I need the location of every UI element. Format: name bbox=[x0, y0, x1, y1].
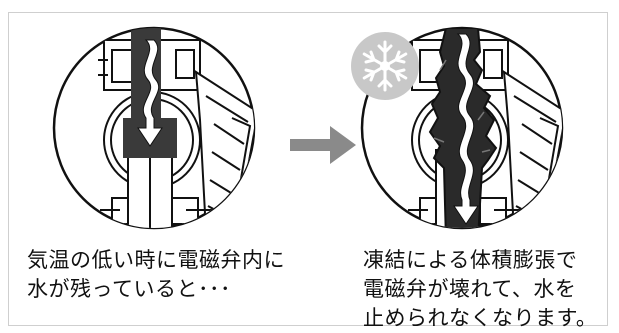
snowflake-icon bbox=[351, 32, 419, 100]
transition-arrow-icon bbox=[290, 126, 356, 164]
water-flow-arrow-icon bbox=[453, 33, 479, 225]
valve-frozen-illustration bbox=[351, 26, 564, 230]
figure-frame bbox=[8, 12, 608, 326]
valve-normal-illustration bbox=[52, 26, 256, 230]
water-flow-arrow-icon bbox=[137, 39, 163, 147]
caption-after: 凍結による体積膨張で 電磁弁が壊れて、水を 止められなくなります。 bbox=[363, 248, 598, 330]
caption-before: 気温の低い時に電磁弁内に 水が残っていると･･･ bbox=[27, 248, 285, 301]
